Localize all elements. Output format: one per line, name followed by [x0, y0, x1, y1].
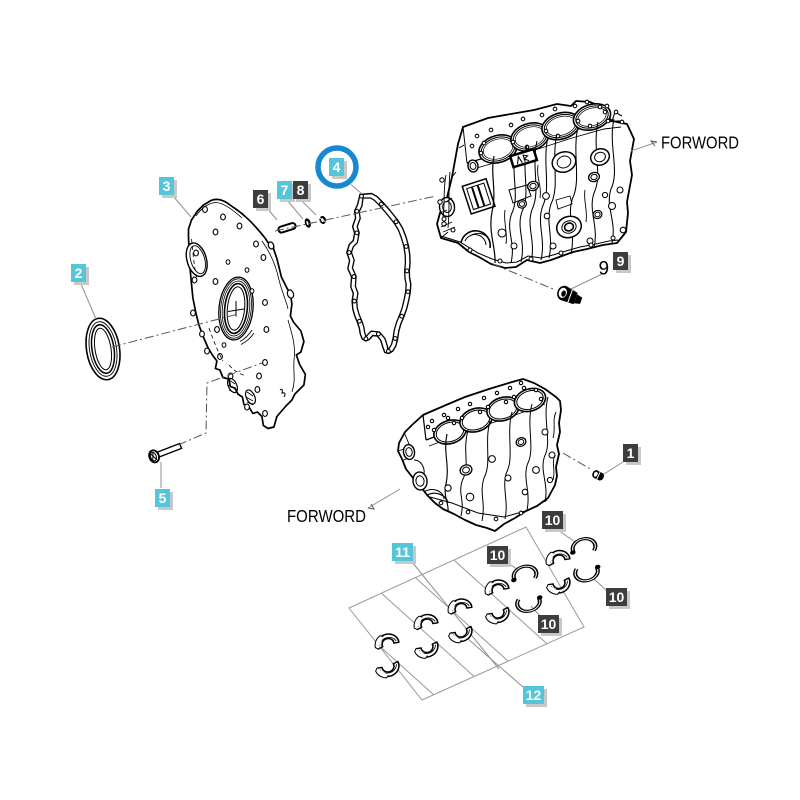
- svg-text:10: 10: [545, 512, 561, 528]
- svg-text:10: 10: [490, 547, 506, 563]
- svg-text:6: 6: [257, 191, 265, 207]
- svg-text:FORWORD: FORWORD: [287, 506, 366, 526]
- svg-text:7: 7: [281, 182, 289, 198]
- svg-text:10: 10: [541, 616, 557, 632]
- svg-text:10: 10: [609, 589, 625, 605]
- svg-text:5: 5: [159, 490, 167, 506]
- svg-text:2: 2: [75, 265, 83, 281]
- svg-text:4: 4: [333, 159, 341, 175]
- svg-text:9: 9: [599, 259, 610, 280]
- svg-text:FORWORD: FORWORD: [661, 133, 739, 153]
- svg-text:1: 1: [627, 445, 635, 461]
- svg-text:9: 9: [617, 253, 625, 269]
- svg-text:12: 12: [526, 687, 542, 703]
- svg-text:11: 11: [395, 544, 410, 560]
- svg-text:8: 8: [297, 182, 305, 198]
- svg-text:3: 3: [163, 178, 171, 194]
